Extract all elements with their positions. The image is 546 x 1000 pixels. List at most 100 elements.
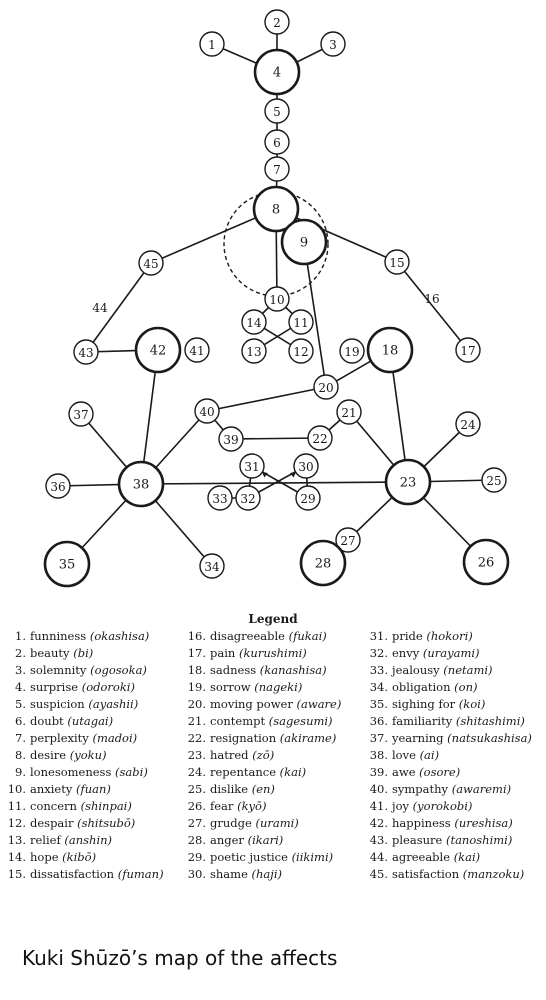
node-43: 43 <box>73 339 99 365</box>
legend-item-text: awe <box>392 765 420 779</box>
node-label: 27 <box>340 534 355 548</box>
node-circle <box>207 485 233 511</box>
legend-item-text: perplexity <box>30 731 93 745</box>
legend-item-text: disagreeable <box>210 629 289 643</box>
legend-item: 36.familiarity (shitashimi) <box>362 713 532 730</box>
legend-item-japanese: (koi) <box>458 697 486 711</box>
legend-item-japanese: (shitsubō) <box>77 816 136 830</box>
legend-item-number: 29. <box>187 850 206 864</box>
legend-item-number: 37. <box>369 731 388 745</box>
legend-item-number: 4. <box>15 680 26 694</box>
node-circle <box>295 485 321 511</box>
legend-item-number: 32. <box>369 646 388 660</box>
node-label: 45 <box>143 257 158 271</box>
legend-item-text: concern <box>30 799 81 813</box>
node-1: 1 <box>199 31 225 57</box>
node-28: 28 <box>299 539 347 587</box>
node-label: 1 <box>208 38 216 52</box>
edge-20-40 <box>206 386 327 412</box>
legend-item-text: surprise <box>30 680 82 694</box>
legend-item-text: repentance <box>210 765 280 779</box>
legend-item-japanese: (awaremi) <box>451 782 512 796</box>
node-27: 27 <box>335 527 361 553</box>
legend-item-text: desire <box>30 748 70 762</box>
legend-item: 28.anger (ikari) <box>180 832 341 849</box>
node-label: 41 <box>189 344 204 358</box>
node-label: 4 <box>273 66 281 81</box>
legend-item-text: obligation <box>392 680 455 694</box>
node-label: 31 <box>244 460 259 474</box>
node-label: 19 <box>344 345 359 359</box>
legend-item-number: 34. <box>369 680 388 694</box>
legend-item-japanese: (aware) <box>296 697 342 711</box>
legend-item-japanese: (anshin) <box>64 833 113 847</box>
legend-item: 24.repentance (kai) <box>180 764 341 781</box>
legend-item-text: resignation <box>210 731 280 745</box>
node-label: 40 <box>199 405 214 419</box>
legend-item-number: 1. <box>15 629 26 643</box>
legend-item-japanese: (yorokobi) <box>412 799 473 813</box>
node-label: 11 <box>293 316 308 330</box>
node-circle <box>335 527 361 553</box>
legend-item-number: 42. <box>369 816 388 830</box>
node-circle <box>366 326 414 374</box>
node-label: 43 <box>78 346 93 360</box>
legend-item-text: sadness <box>210 663 260 677</box>
node-11: 11 <box>288 309 314 335</box>
legend-item-text: shame <box>210 867 252 881</box>
legend-item-text: poetic justice <box>210 850 292 864</box>
legend-item-number: 26. <box>187 799 206 813</box>
legend-item: 31.pride (hokori) <box>362 628 532 645</box>
legend-column-1: 1.funniness (okashisa)2.beauty (bi)3.sol… <box>0 628 164 883</box>
legend-item: 8.desire (yoku) <box>0 747 164 764</box>
node-34: 34 <box>199 553 225 579</box>
node-30: 30 <box>293 453 319 479</box>
legend-item: 41.joy (yorokobi) <box>362 798 532 815</box>
node-6: 6 <box>264 129 290 155</box>
node-label: 39 <box>223 433 238 447</box>
legend-item-text: beauty <box>30 646 74 660</box>
legend-item-japanese: (hokori) <box>426 629 473 643</box>
legend-item-text: funniness <box>30 629 90 643</box>
legend-item-number: 16. <box>187 629 206 643</box>
node-18: 18 <box>366 326 414 374</box>
legend-item-japanese: (shitashimi) <box>455 714 525 728</box>
legend-item-number: 28. <box>187 833 206 847</box>
legend-item-japanese: (shinpai) <box>80 799 132 813</box>
legend-item: 2.beauty (bi) <box>0 645 164 662</box>
legend-item: 34.obligation (on) <box>362 679 532 696</box>
node-label: 10 <box>269 293 284 307</box>
edge-39-22 <box>230 437 321 440</box>
node-39: 39 <box>218 426 244 452</box>
node-label: 3 <box>329 38 337 52</box>
node-circle <box>43 540 91 588</box>
node-circle <box>481 467 507 493</box>
legend-item: 22.resignation (akirame) <box>180 730 341 747</box>
legend-item: 4.surprise (odoroki) <box>0 679 164 696</box>
legend-item-text: love <box>392 748 420 762</box>
legend-item-japanese: (urayami) <box>422 646 480 660</box>
legend-item-number: 25. <box>187 782 206 796</box>
legend-item: 10.anxiety (fuan) <box>0 781 164 798</box>
node-label: 18 <box>382 344 399 359</box>
legend-item-number: 13. <box>7 833 26 847</box>
legend-item-japanese: (ogosoka) <box>90 663 147 677</box>
node-label: 15 <box>389 256 404 270</box>
legend-item-text: pleasure <box>392 833 446 847</box>
legend-item-text: fear <box>210 799 238 813</box>
node-label: 28 <box>315 557 332 572</box>
legend-item-text: doubt <box>30 714 68 728</box>
legend-item-text: agreeable <box>392 850 454 864</box>
legend-item-text: yearning <box>392 731 448 745</box>
legend-item-japanese: (ureshisa) <box>454 816 513 830</box>
node-label: 32 <box>240 492 255 506</box>
node-circle <box>336 399 362 425</box>
node-7: 7 <box>264 156 290 182</box>
legend-item: 44.agreeable (kai) <box>362 849 532 866</box>
legend-item-number: 10. <box>7 782 26 796</box>
node-circle <box>117 460 165 508</box>
legend-item-text: pain <box>210 646 239 660</box>
legend-item-japanese: (netami) <box>443 663 493 677</box>
legend-item-text: lonesomeness <box>30 765 116 779</box>
node-label: 5 <box>273 105 281 119</box>
